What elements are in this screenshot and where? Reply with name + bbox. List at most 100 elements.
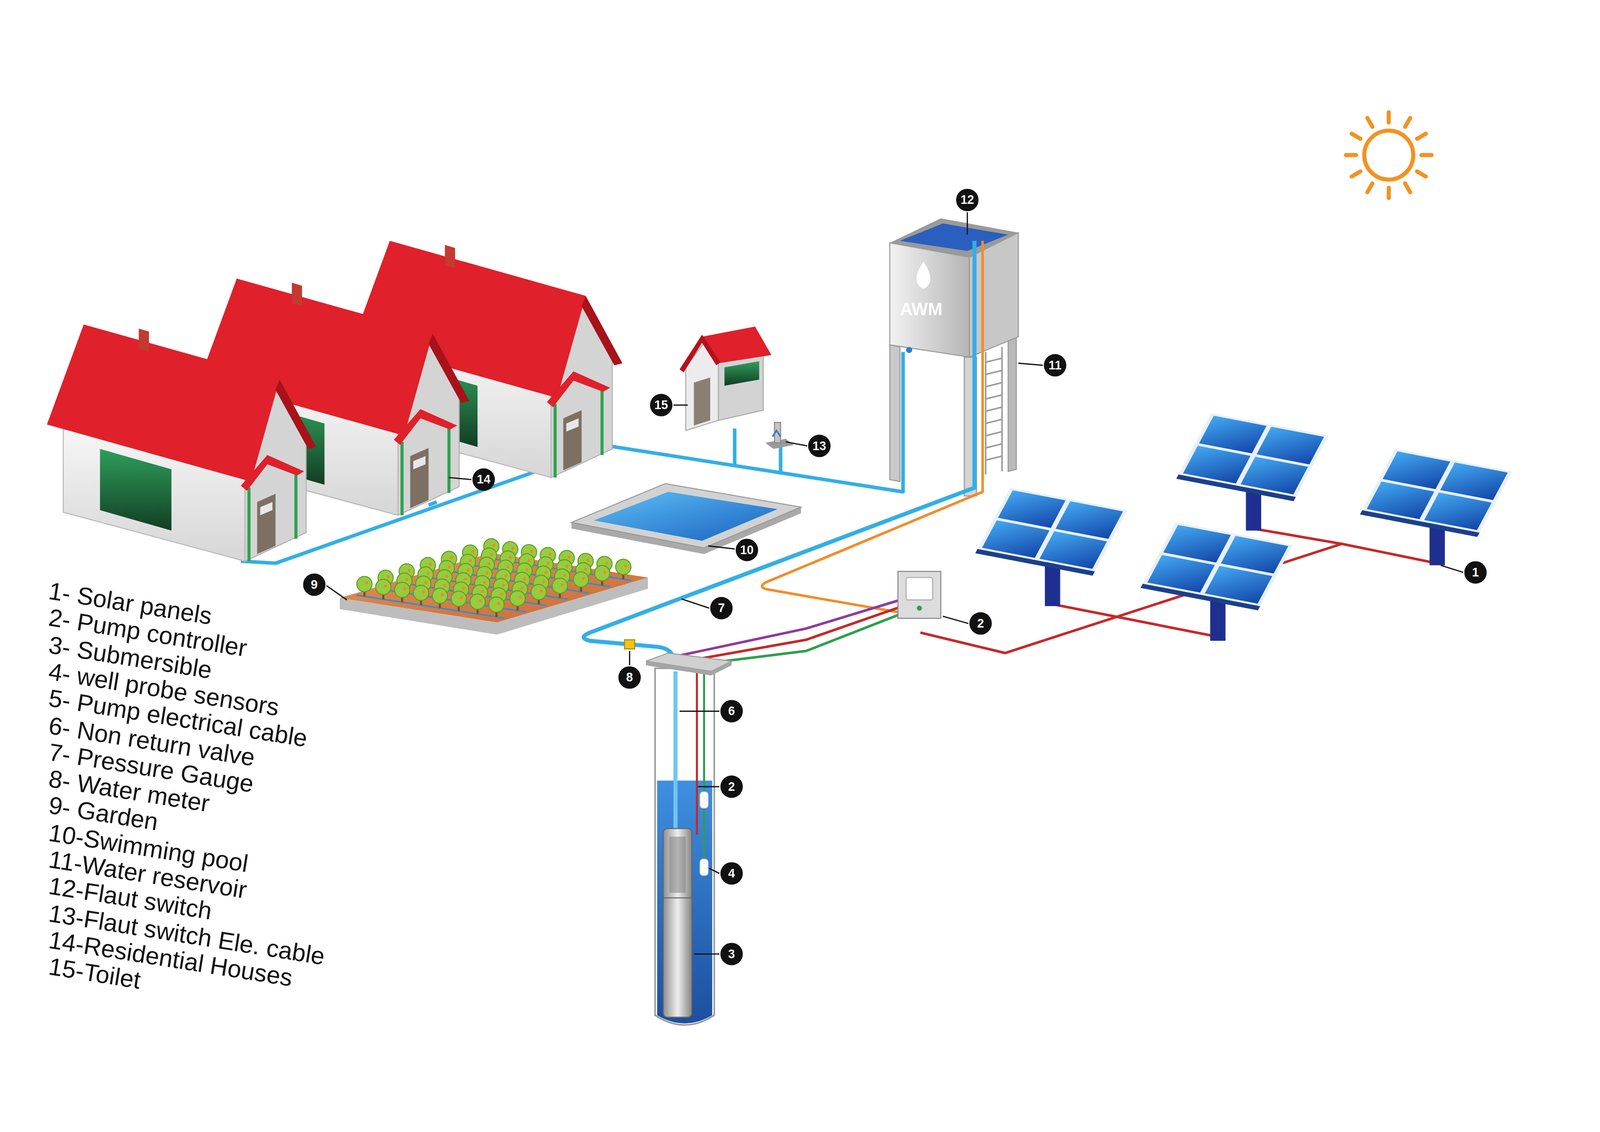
callout-number: 14 — [472, 468, 495, 491]
leader-line — [679, 710, 720, 712]
sun-ray — [1405, 183, 1411, 193]
tree-fruit — [468, 559, 473, 563]
tree-fruit — [581, 576, 586, 581]
tree-fruit — [428, 562, 432, 567]
callout-number: 1 — [1464, 561, 1487, 584]
tree-fruit — [480, 589, 484, 593]
well-shaft — [654, 668, 715, 1025]
tree-fruit — [548, 552, 552, 556]
callout-number: 6 — [720, 700, 743, 723]
tree-fruit — [520, 586, 525, 590]
tree-fruit — [546, 561, 550, 566]
sun-icon — [1345, 112, 1432, 198]
callout-number: 3 — [720, 942, 743, 966]
tank-rim — [889, 218, 1019, 258]
tree-crown — [469, 593, 486, 610]
tank-leg — [889, 344, 900, 482]
sun-ray — [1386, 187, 1391, 198]
house — [46, 324, 317, 562]
tree-fruit — [478, 599, 482, 603]
callout-number: 2 — [720, 775, 743, 798]
tree-fruit — [539, 589, 543, 593]
probe-sensor — [700, 791, 709, 809]
tree-fruit — [405, 578, 409, 582]
leader-line — [628, 650, 631, 665]
callout-number: 2 — [969, 612, 992, 635]
tree-fruit — [563, 574, 567, 578]
tree-fruit — [529, 549, 534, 553]
solar-panel — [1360, 448, 1513, 537]
tank-water — [899, 223, 1008, 251]
tree-crown — [375, 579, 392, 595]
toilet-window — [724, 361, 759, 386]
ladder-rung — [985, 431, 1003, 436]
probe-cable — [706, 614, 900, 672]
solar-panel — [1176, 413, 1329, 502]
well-cap-edge — [645, 661, 732, 676]
toilet-wall — [718, 352, 764, 421]
controller-led — [916, 605, 922, 611]
ladder — [985, 347, 1003, 475]
toilet-roof — [679, 334, 721, 373]
well — [645, 653, 732, 1025]
tree-fruit — [624, 564, 628, 568]
tree-fruit — [511, 546, 515, 551]
tree-crown — [413, 585, 429, 601]
tree-crown — [488, 597, 505, 613]
pool-frame — [571, 483, 801, 548]
water-meter — [624, 639, 635, 650]
tree-group — [356, 538, 632, 619]
tree-crown — [573, 571, 589, 588]
tree-fruit — [407, 568, 411, 572]
leader-lines — [326, 212, 1464, 954]
controller-box — [898, 571, 941, 619]
callout-number: 13 — [808, 434, 831, 458]
sun-disc — [1364, 130, 1413, 180]
tree-fruit — [523, 577, 527, 581]
tree-crown — [615, 559, 632, 575]
toilet-door — [693, 377, 711, 426]
tree-fruit — [464, 577, 468, 582]
pump-joint — [663, 897, 692, 899]
callout-number: 8 — [618, 666, 641, 689]
tree-fruit — [445, 574, 449, 578]
toilet-building — [679, 326, 772, 431]
tree-fruit — [471, 550, 475, 554]
sun-ray — [1345, 153, 1356, 158]
leader-line — [709, 868, 720, 874]
ladder-rung — [985, 443, 1003, 448]
sun-ray — [1417, 133, 1426, 139]
tree-fruit — [450, 556, 454, 560]
tank-leg — [1007, 334, 1017, 472]
supply-pipe — [583, 240, 975, 662]
ladder-rung — [985, 407, 1003, 412]
pool-water — [593, 491, 778, 541]
leader-line — [1440, 565, 1464, 573]
leader-line — [966, 212, 969, 235]
submersible-pump — [663, 828, 692, 1018]
sun-ray — [1351, 171, 1361, 177]
brand-text: AWM — [899, 300, 943, 321]
ladder-rung — [985, 394, 1003, 400]
tank-front — [889, 242, 970, 358]
swimming-pool — [571, 483, 801, 554]
tree-fruit — [441, 593, 445, 597]
tree-crown — [530, 584, 547, 600]
solar-panel — [1140, 522, 1294, 611]
riser-pipe — [673, 671, 678, 831]
tree-fruit — [502, 583, 506, 588]
tree-fruit — [459, 596, 463, 600]
tree-fruit — [424, 581, 428, 585]
float-switch-cable — [762, 240, 983, 613]
ladder-rung — [985, 370, 1003, 375]
tree-crown — [394, 582, 411, 598]
tree-crown — [356, 576, 373, 593]
leader-line — [448, 477, 472, 480]
leader-line — [681, 598, 709, 608]
probe-cable — [702, 671, 705, 876]
tree-fruit — [541, 580, 546, 584]
tree-fruit — [504, 574, 508, 578]
water-pipe — [779, 446, 783, 475]
